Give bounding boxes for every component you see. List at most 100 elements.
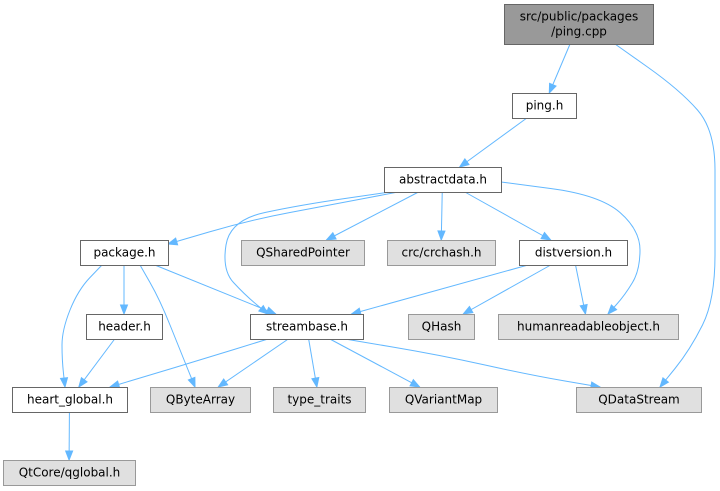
edge-distversion-h-to-humanreadableobject-h bbox=[575, 264, 588, 316]
edge-line bbox=[614, 43, 716, 388]
node-ping-h[interactable]: ping.h bbox=[512, 93, 577, 119]
edge-distversion-h-to-streambase-h bbox=[350, 264, 529, 316]
edge-line bbox=[459, 117, 528, 168]
arrowhead bbox=[108, 380, 121, 389]
edge-ping-cpp-to-ping-h bbox=[548, 43, 571, 95]
arrowhead bbox=[458, 157, 470, 168]
node-label: QDataStream bbox=[598, 393, 680, 407]
edge-line bbox=[329, 338, 420, 388]
node-heart-global-h[interactable]: heart_global.h bbox=[12, 387, 128, 413]
node-label: /ping.cpp bbox=[551, 25, 607, 39]
node-box bbox=[250, 314, 364, 340]
edge-streambase-h-to-qbytearray bbox=[217, 338, 289, 388]
node-qtcore-qglobal-h: QtCore/qglobal.h bbox=[3, 460, 136, 486]
node-humanreadableobject-h: humanreadableobject.h bbox=[498, 314, 679, 340]
edge-line bbox=[139, 264, 196, 388]
node-box bbox=[150, 387, 251, 413]
arrowhead bbox=[265, 306, 277, 315]
node-box bbox=[86, 314, 163, 340]
edge-line bbox=[217, 338, 289, 388]
arrowhead bbox=[659, 376, 670, 389]
node-box bbox=[80, 240, 169, 266]
node-label: QVariantMap bbox=[405, 393, 482, 407]
edge-heart-global-h-to-qtcore-qglobal-h bbox=[64, 411, 74, 462]
edge-header-h-to-heart-global-h bbox=[78, 338, 116, 389]
node-header-h[interactable]: header.h bbox=[86, 314, 163, 340]
node-box bbox=[273, 387, 366, 413]
arrowhead bbox=[548, 82, 557, 95]
node-label: package.h bbox=[93, 246, 155, 260]
node-box bbox=[389, 387, 498, 413]
node-label: QtCore/qglobal.h bbox=[19, 466, 121, 480]
arrowhead bbox=[462, 305, 474, 315]
node-label: abstractdata.h bbox=[399, 173, 487, 187]
node-label: QByteArray bbox=[166, 393, 235, 407]
node-label: header.h bbox=[98, 320, 151, 334]
node-box bbox=[498, 314, 679, 340]
node-label: ping.h bbox=[526, 99, 564, 113]
node-qhash: QHash bbox=[408, 314, 475, 340]
edge-line bbox=[463, 264, 551, 315]
edge-streambase-h-to-qdatastream bbox=[344, 338, 602, 390]
edge-streambase-h-to-qvariantmap bbox=[329, 338, 421, 388]
edge-distversion-h-to-qhash bbox=[462, 264, 551, 315]
node-box bbox=[387, 240, 496, 266]
edge-layer bbox=[59, 43, 716, 462]
edge-line bbox=[351, 264, 529, 315]
arrowhead bbox=[78, 376, 88, 389]
node-label: streambase.h bbox=[266, 320, 348, 334]
edge-package-h-to-header-h bbox=[119, 265, 129, 316]
node-label: src/public/packages bbox=[520, 10, 639, 24]
node-label: QHash bbox=[422, 320, 462, 334]
arrowhead bbox=[350, 307, 362, 316]
edge-line bbox=[344, 338, 601, 388]
arrowhead bbox=[325, 231, 337, 241]
edge-package-h-to-qbytearray bbox=[139, 264, 196, 389]
node-crchash-h: crc/crchash.h bbox=[387, 240, 496, 266]
arrowhead bbox=[187, 376, 196, 389]
edge-line bbox=[154, 264, 276, 315]
edge-streambase-h-to-type-traits bbox=[308, 338, 320, 389]
edge-line bbox=[500, 181, 641, 315]
edge-ping-cpp-to-qdatastream bbox=[614, 43, 716, 389]
node-box bbox=[504, 4, 654, 45]
node-box bbox=[241, 240, 365, 266]
node-box bbox=[3, 460, 136, 486]
edge-ping-h-to-abstractdata-h bbox=[458, 117, 528, 168]
edge-abstractdata-h-to-crchash-h bbox=[437, 191, 446, 242]
arrowhead bbox=[119, 304, 129, 316]
node-qsharedpointer: QSharedPointer bbox=[241, 240, 365, 266]
node-streambase-h[interactable]: streambase.h bbox=[250, 314, 364, 340]
arrowhead bbox=[540, 231, 552, 241]
node-label: QSharedPointer bbox=[256, 246, 350, 260]
node-qdatastream: QDataStream bbox=[576, 387, 702, 413]
arrowhead bbox=[311, 376, 320, 389]
edge-line bbox=[78, 338, 116, 388]
node-label: heart_global.h bbox=[27, 393, 113, 407]
edge-line bbox=[224, 191, 391, 315]
node-type-traits: type_traits bbox=[273, 387, 366, 413]
edge-abstractdata-h-to-qsharedpointer bbox=[325, 191, 419, 241]
arrowhead bbox=[217, 378, 229, 388]
node-package-h[interactable]: package.h bbox=[80, 240, 169, 266]
node-box bbox=[576, 387, 702, 413]
node-label: humanreadableobject.h bbox=[517, 320, 660, 334]
node-box bbox=[384, 167, 502, 193]
node-box bbox=[408, 314, 475, 340]
edge-line bbox=[464, 191, 551, 241]
arrowhead bbox=[607, 304, 618, 316]
arrowhead bbox=[409, 378, 421, 388]
node-layer: src/public/packages/ping.cpp ping.h abstra… bbox=[3, 4, 702, 486]
edge-abstractdata-h-to-distversion-h bbox=[464, 191, 552, 241]
node-label: crc/crchash.h bbox=[401, 246, 481, 260]
edge-package-h-to-heart-global-h bbox=[59, 264, 103, 389]
edge-line bbox=[109, 338, 269, 388]
arrowhead bbox=[579, 303, 588, 316]
arrowhead bbox=[437, 230, 446, 242]
node-label: distversion.h bbox=[535, 246, 612, 260]
node-distversion-h[interactable]: distversion.h bbox=[519, 240, 628, 266]
node-abstractdata-h[interactable]: abstractdata.h bbox=[384, 167, 502, 193]
arrowhead bbox=[64, 450, 74, 462]
edge-line bbox=[167, 191, 399, 245]
